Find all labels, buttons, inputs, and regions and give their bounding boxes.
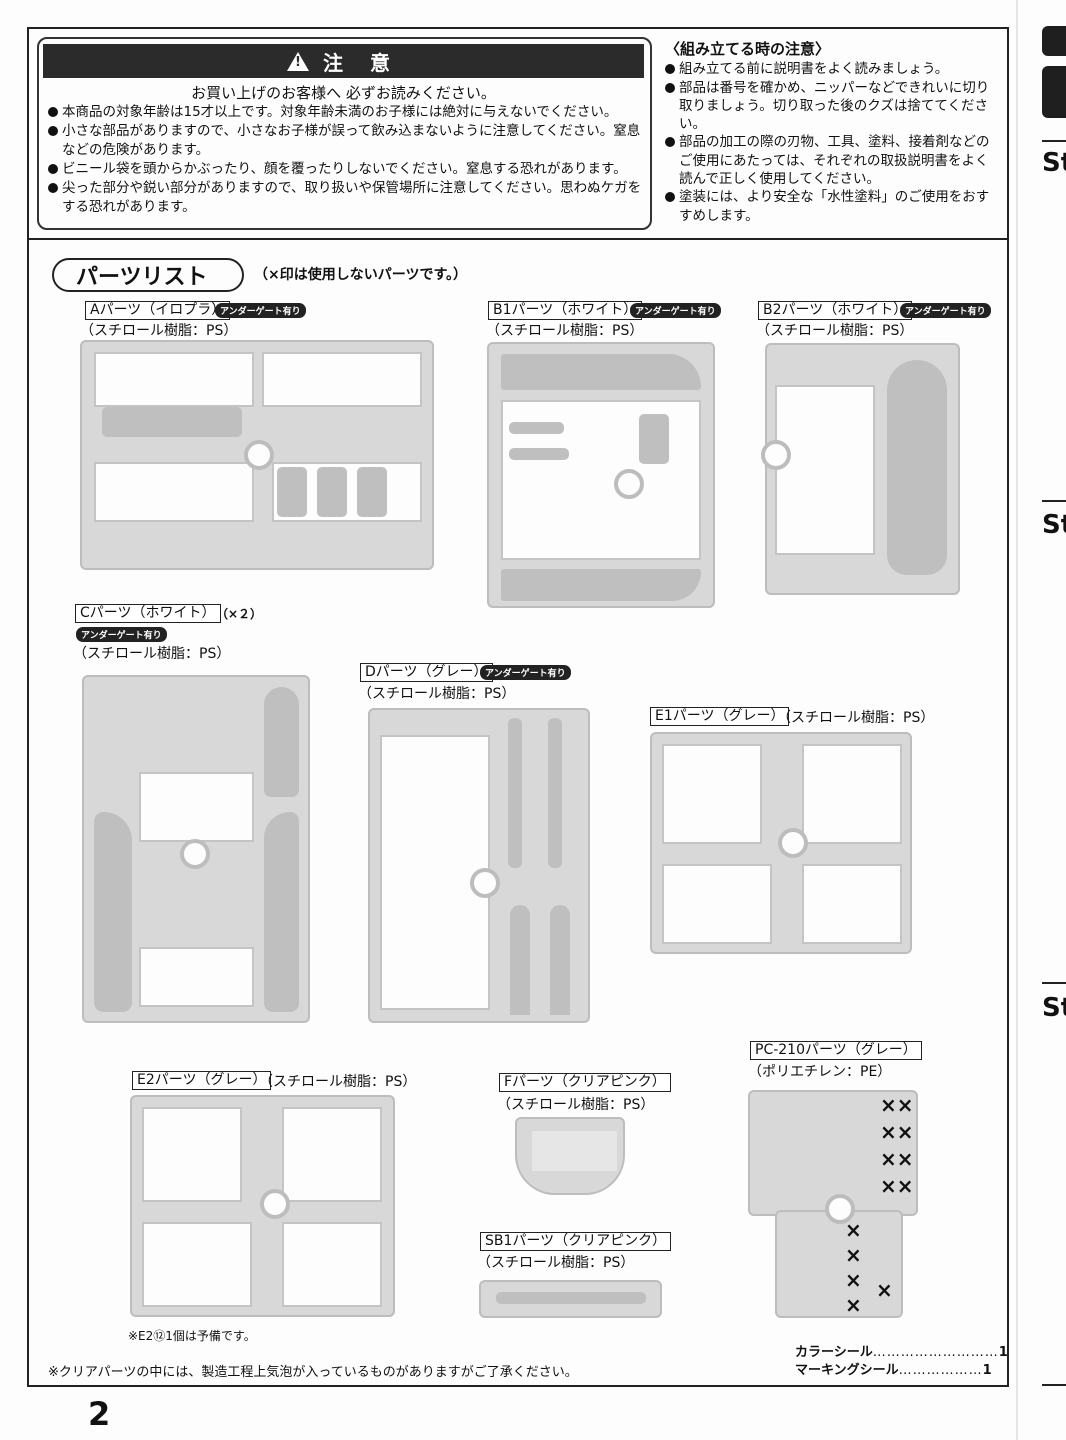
- runner-sb1: [479, 1280, 662, 1318]
- unused-mark: ××: [880, 1120, 914, 1144]
- assembly-item: 塗装には、より安全な「水性塗料」のご使用をおすすめします。: [665, 188, 1000, 225]
- caution-item: 小さな部品がありますので、小さなお子様が誤って飲み込まないように注意してください…: [48, 122, 648, 160]
- parts-list-note: （×印は使用しないパーツです。）: [254, 267, 468, 283]
- unused-mark: ×: [845, 1243, 862, 1267]
- runner-pc210-lower: [775, 1194, 903, 1318]
- label-part-pc210: PC-210パーツ（グレー）: [750, 1041, 922, 1060]
- material-part-d: （スチロール樹脂：PS）: [358, 686, 516, 702]
- unused-mark: ×: [845, 1268, 862, 1292]
- label-part-d: Dパーツ（グレー）: [360, 663, 493, 682]
- assembly-title: 〈組み立てる時の注意〉: [665, 40, 831, 58]
- bullet-icon: [48, 126, 58, 136]
- unused-mark: ×: [845, 1293, 862, 1317]
- material-part-f: （スチロール樹脂：PS）: [497, 1097, 655, 1113]
- material-part-a: （スチロール樹脂：PS）: [80, 323, 238, 339]
- caution-item: 本商品の対象年齢は15才以上です。対象年齢未満のお子様には絶対に与えないでくださ…: [48, 103, 648, 122]
- tab-marker: [1042, 66, 1066, 118]
- label-part-a: Aパーツ（イロプラ）: [85, 301, 231, 320]
- material-part-sb1: （スチロール樹脂：PS）: [477, 1255, 635, 1271]
- label-part-b2: B2パーツ（ホワイト）: [758, 301, 913, 320]
- label-part-c: Cパーツ（ホワイト）: [75, 604, 221, 623]
- next-page-edge: St St St: [1036, 0, 1066, 1440]
- material-part-b2: （スチロール樹脂：PS）: [756, 323, 914, 339]
- bullet-icon: [48, 183, 58, 193]
- section-divider: [27, 238, 1009, 240]
- material-part-pc210: （ポリエチレン：PE）: [748, 1064, 892, 1080]
- label-part-e1: E1パーツ（グレー）: [650, 707, 790, 726]
- assembly-item: 部品は番号を確かめ、ニッパーなどできれいに切り取りましょう。切り取った後のクズは…: [665, 79, 1000, 134]
- spare-part-note: ※E2⑫1個は予備です。: [128, 1329, 256, 1343]
- label-part-e2: E2パーツ（グレー）: [132, 1071, 272, 1090]
- underground-gate-badge: アンダーゲート有り: [76, 627, 167, 642]
- label-part-sb1: SB1パーツ（クリアピンク）: [480, 1232, 672, 1251]
- sticker-marking: マーキングシール………………1: [795, 1363, 992, 1378]
- step-label: St: [1042, 510, 1066, 540]
- runner-d: [368, 708, 590, 1023]
- caution-title: 注 意: [43, 44, 644, 78]
- material-part-b1: （スチロール樹脂：PS）: [486, 323, 644, 339]
- warning-icon: [287, 51, 310, 71]
- step-label: St: [1042, 148, 1066, 178]
- underground-gate-badge: アンダーゲート有り: [480, 665, 571, 680]
- material-part-e1: （スチロール樹脂：PS）: [777, 710, 935, 726]
- bullet-icon: [48, 107, 58, 117]
- runner-b1: [487, 342, 715, 608]
- assembly-item: 組み立てる前に説明書をよく読みましょう。: [665, 60, 1000, 78]
- clear-parts-note: ※クリアパーツの中には、製造工程上気泡が入っているものがありますがご了承ください…: [48, 1365, 578, 1380]
- runner-b2: [761, 343, 960, 595]
- sticker-list: カラーシール………………………1 マーキングシール………………1: [795, 1344, 1008, 1380]
- caution-item: ビニール袋を頭からかぶったり、顔を覆ったりしないでください。窒息する恐れがありま…: [48, 160, 648, 179]
- caution-subtitle: お買い上げのお客様へ 必ずお読みください。: [191, 84, 496, 102]
- bullet-icon: [665, 64, 675, 75]
- binding-edge: [1016, 0, 1018, 1440]
- unused-mark: ××: [880, 1093, 914, 1117]
- runner-e2: [130, 1095, 395, 1317]
- unused-mark: ×: [845, 1218, 862, 1242]
- tab-marker: [1042, 26, 1066, 56]
- page-frame: [27, 27, 1009, 1387]
- bullet-icon: [665, 82, 675, 93]
- bullet-icon: [665, 192, 675, 203]
- page-number: 2: [88, 1395, 111, 1433]
- label-part-b1: B1パーツ（ホワイト）: [488, 301, 643, 320]
- material-part-c: （スチロール樹脂：PS）: [73, 646, 231, 662]
- assembly-item: 部品の加工の際の刃物、工具、塗料、接着剤などのご使用にあたっては、それぞれの取扱…: [665, 133, 1000, 188]
- assembly-notes: 〈組み立てる時の注意〉 組み立てる前に説明書をよく読みましょう。 部品は番号を確…: [665, 40, 1000, 225]
- label-part-f: Fパーツ（クリアピンク）: [499, 1073, 671, 1092]
- runner-c: [82, 675, 310, 1023]
- caution-item: 尖った部分や鋭い部分がありますので、取り扱いや保管場所に注意してください。思わぬ…: [48, 179, 648, 217]
- parts-list-title: パーツリスト: [52, 258, 244, 292]
- sticker-color: カラーシール………………………1: [795, 1345, 1008, 1360]
- underground-gate-badge: アンダーゲート有り: [900, 303, 991, 318]
- caution-box: [37, 37, 652, 230]
- underground-gate-badge: アンダーゲート有り: [215, 303, 306, 318]
- underground-gate-badge: アンダーゲート有り: [630, 303, 721, 318]
- step-label: St: [1042, 993, 1066, 1023]
- unused-mark: ×: [876, 1278, 893, 1302]
- bullet-icon: [665, 137, 675, 148]
- material-part-e2: （スチロール樹脂：PS）: [259, 1074, 417, 1090]
- unused-mark: ××: [880, 1174, 914, 1198]
- unused-mark: ××: [880, 1147, 914, 1171]
- caution-list: 本商品の対象年齢は15才以上です。対象年齢未満のお子様には絶対に与えないでくださ…: [48, 103, 648, 217]
- runner-e1: [650, 732, 912, 954]
- bullet-icon: [48, 164, 58, 174]
- runner-a: [80, 340, 434, 570]
- quantity-part-c: （×２）: [216, 607, 263, 621]
- runner-f: [515, 1117, 625, 1195]
